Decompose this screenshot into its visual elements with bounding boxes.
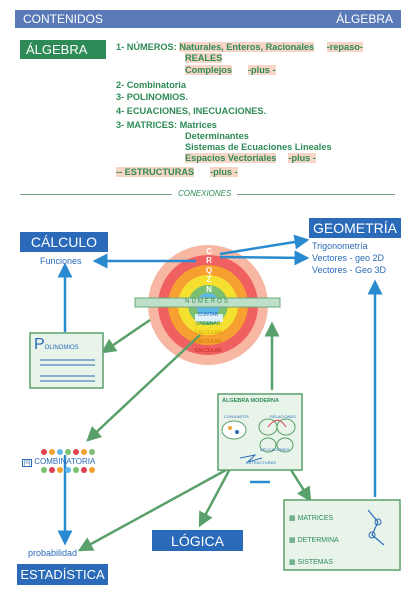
header-left: CONTENIDOS <box>23 12 104 26</box>
estadistica-box: ESTADÍSTICA <box>17 564 108 585</box>
logica-box: LÓGICA <box>152 530 243 551</box>
header-bar: CONTENIDOS ÁLGEBRA <box>15 10 401 28</box>
combinatoria-icon: |n| <box>22 459 32 467</box>
estadistica-sub: probabilidad <box>28 548 78 558</box>
content-line-11: -- ESTRUCTURAS-plus - <box>116 167 238 177</box>
content-line-3: Complejos-plus - <box>185 65 276 75</box>
polinomios-label: POLINOMIOS <box>34 336 79 353</box>
am-conjuntos: CONJUNTOS <box>224 414 249 419</box>
am-aplicaciones: APLICACIONES <box>260 447 290 452</box>
geometria-subs: Trigonometría Vectores - geo 2D Vectores… <box>312 241 387 275</box>
calculo-sub: Funciones <box>40 256 82 266</box>
combinatoria-dots <box>41 449 95 473</box>
header-right: ÁLGEBRA <box>336 12 393 26</box>
content-line-5: 3- POLINOMIOS. <box>116 92 188 102</box>
algebra-moderna-title: ÁLGEBRA MODERNA <box>222 398 279 404</box>
am-relaciones: RELACIONES <box>270 414 296 419</box>
blue-arrows <box>57 234 383 546</box>
content-line-1: 1- NÚMEROS: Naturales, Enteros, Racional… <box>116 42 363 52</box>
algebra-title-box: ÁLGEBRA <box>20 40 106 59</box>
calculo-box: CÁLCULO <box>20 232 108 252</box>
content-line-4: 2- Combinatoria <box>116 80 186 90</box>
green-arrows <box>77 318 312 552</box>
am-estructuras: ESTRUCTURAS <box>246 460 277 465</box>
matrix-icon: ▦ <box>289 559 296 566</box>
geometria-box: GEOMETRÍA <box>309 218 401 238</box>
matrices-list: ▦ MATRICES ▦ DETERMINA ▦ SISTEMAS <box>289 515 339 566</box>
matrix-icon: ▦ <box>289 515 296 522</box>
content-line-8: Determinantes <box>185 131 249 141</box>
content-line-10: Espacios Vectoriales-plus - <box>185 153 316 163</box>
content-line-9: Sistemas de Ecuaciones Lineales <box>185 142 332 152</box>
center-letters: C R Q Z N <box>205 247 213 294</box>
center-words: CONTAR ORDENAR CALCULAR CALCULAR CALCULA… <box>194 312 222 354</box>
matrix-icon: ▦ <box>289 537 296 544</box>
numeros-band: NÚMEROS <box>185 299 230 305</box>
content-line-7: 3- MATRICES: Matrices <box>116 120 217 130</box>
content-line-2: REALES <box>185 53 223 63</box>
content-line-6: 4- ECUACIONES, INECUACIONES. <box>116 106 267 116</box>
conexiones-label: CONEXIONES <box>172 189 238 198</box>
combinatoria-label: |n| COMBINATORIA <box>22 457 96 467</box>
